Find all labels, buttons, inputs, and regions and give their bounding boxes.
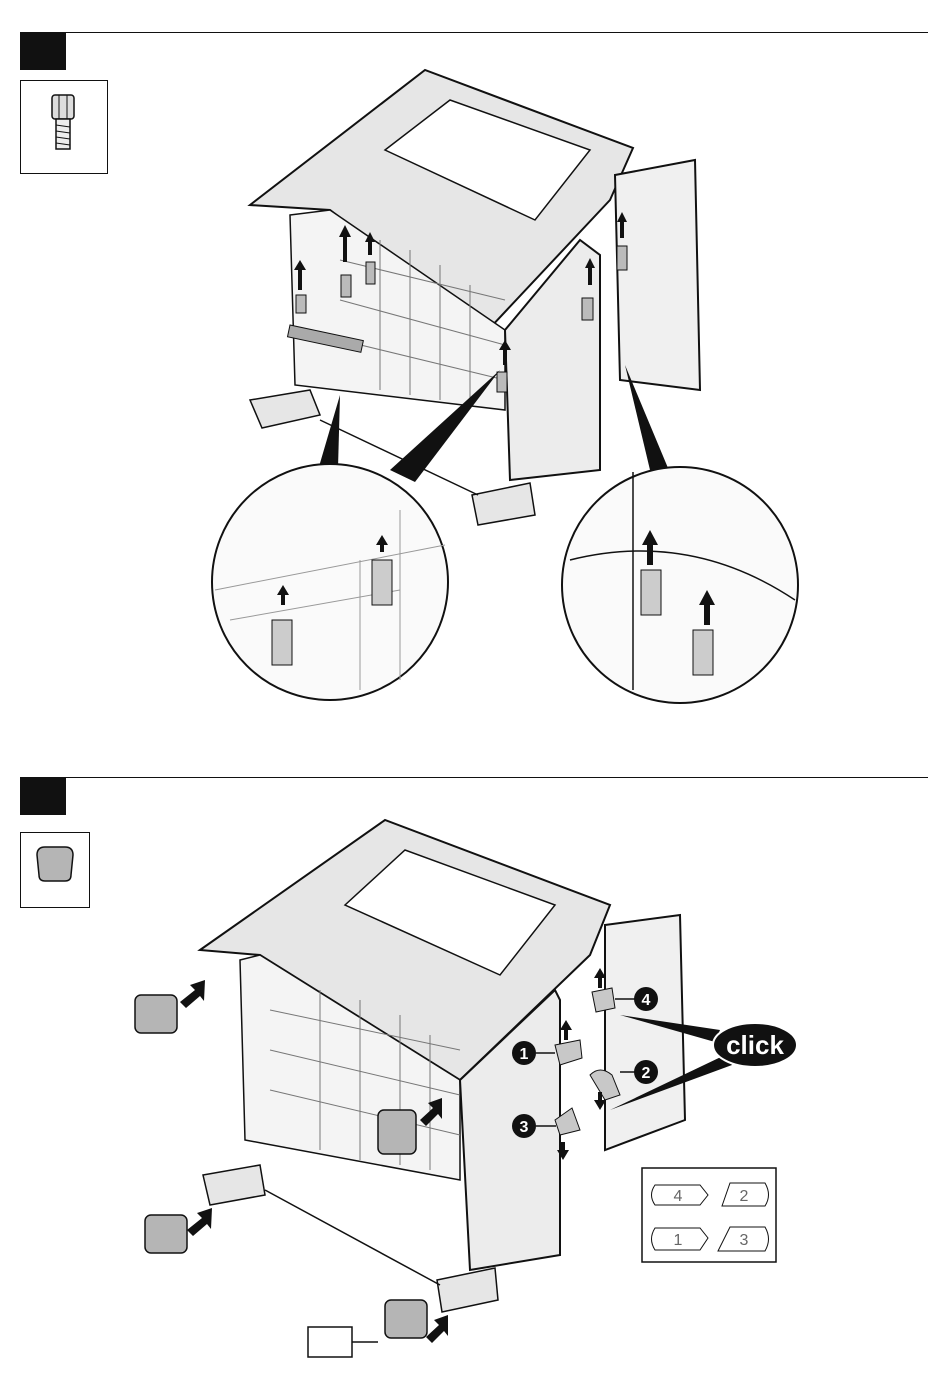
label-blank-box (308, 1327, 352, 1357)
crate2-foot-left (203, 1165, 265, 1205)
legend-label-1: 1 (674, 1232, 683, 1249)
legend-label-2: 2 (740, 1188, 749, 1205)
legend-label-4: 4 (674, 1188, 683, 1205)
legend-label-3: 3 (740, 1232, 749, 1249)
crate2-foot-right (437, 1268, 498, 1312)
callout-3-label: 3 (520, 1119, 529, 1136)
callout-2-label: 2 (642, 1065, 651, 1082)
click-label: click (726, 1030, 784, 1060)
callout-4-label: 4 (642, 992, 651, 1009)
callout-1-label: 1 (520, 1046, 529, 1063)
crate2-door-panel (605, 915, 685, 1150)
